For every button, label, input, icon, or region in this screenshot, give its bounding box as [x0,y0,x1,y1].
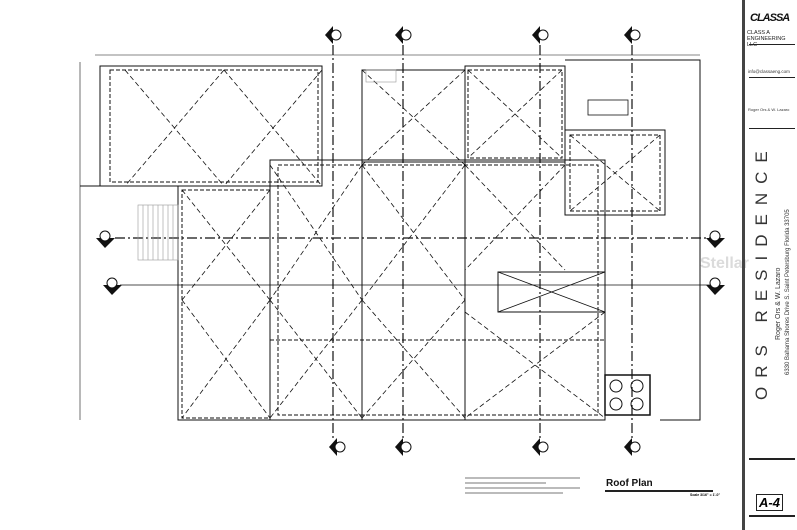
roof-plan-drawing [79,26,725,456]
client-name: Roger Ors & W. Lazaro [748,107,790,112]
firm-name: CLASS A ENGINEERING LLC [747,30,786,48]
ac-units [604,374,651,416]
grid-marker [706,230,725,248]
grid-marker [325,26,342,44]
sheet-title: Roof Plan [606,478,653,489]
roof-equipment [587,99,629,116]
grid-marker [532,26,549,44]
title-block: CLASSA CLASS A ENGINEERING LLC info@clas… [742,0,797,530]
grid-marker [706,277,725,295]
grid-marker [395,26,412,44]
project-title: ORS RESIDENCE [752,142,771,400]
grid-marker [624,438,641,456]
grid-marker [96,230,115,248]
grid-marker [395,438,412,456]
grid-marker [329,438,346,456]
firm-email: info@classaeng.com [748,69,790,74]
grid-markers [96,26,725,456]
grid-marker [103,277,122,295]
stairs [137,69,397,261]
general-notes [465,474,580,497]
firm-logo: CLASSA [750,12,790,24]
sheet-number: A-4 [756,494,783,511]
title-underline [605,490,713,492]
grid-marker [624,26,641,44]
scale-label: Scale 3/16" = 1'-0" [690,493,721,497]
cricket-lines [497,271,606,313]
grid-lines [115,45,712,440]
hip-lines [124,69,661,419]
project-owner: Roger Ors & W. Lazaro [775,267,782,340]
grid-marker [532,438,549,456]
project-address: 6330 Bahama Shores Drive S. Saint Peters… [785,209,791,375]
watermark: Stellar [700,255,749,272]
